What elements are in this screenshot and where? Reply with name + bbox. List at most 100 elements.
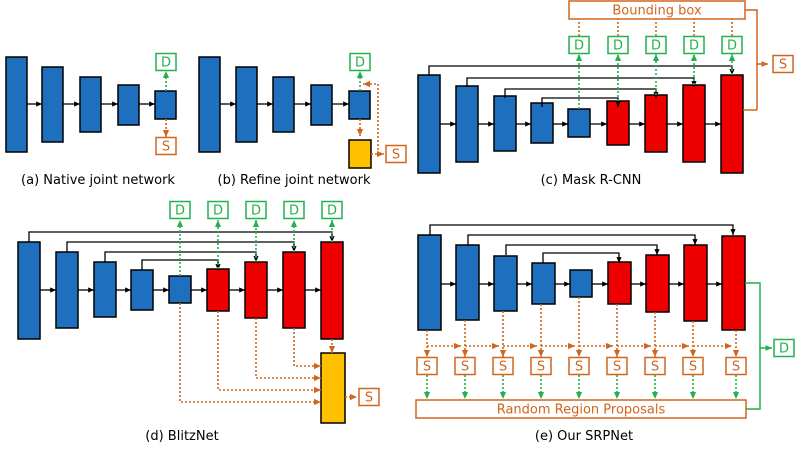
encoder-block (530, 102, 554, 144)
bounding-box-head: Bounding box (568, 0, 746, 20)
random-region-proposals: Random Region Proposals (415, 399, 747, 419)
segmentation-output-text: S (689, 360, 697, 375)
bounding-box-head-text: Bounding box (612, 4, 702, 19)
segmentation-output: S (155, 136, 177, 156)
refine-feedback-arrow (363, 80, 379, 154)
encoder-block (235, 66, 258, 143)
detection-output: D (721, 35, 743, 55)
detection-output: D (568, 35, 590, 55)
segmentation-output: S (358, 387, 380, 407)
random-region-proposals-text: Random Region Proposals (497, 403, 666, 418)
segmentation-output: S (530, 356, 552, 376)
skip-connection (504, 88, 659, 98)
skip-connection (467, 234, 698, 245)
decoder-block (682, 84, 706, 163)
decoder-block (320, 241, 344, 340)
segmentation-output-text: S (575, 360, 583, 375)
caption-native-joint-network: (a) Native joint network (21, 173, 175, 188)
detection-output-text: D (289, 204, 299, 219)
detection-output: D (207, 200, 229, 220)
segmentation-output-text: S (392, 148, 400, 163)
encoder-block (198, 56, 221, 153)
segmentation-output-text: S (732, 360, 740, 375)
skip-connection (428, 65, 735, 75)
encoder-block (117, 84, 140, 126)
segmentation-output-text: S (461, 360, 469, 375)
segmentation-output: S (492, 356, 514, 376)
skip-connection (542, 252, 622, 263)
detection-output: D (645, 35, 667, 55)
fusion-block (320, 352, 346, 424)
encoder-block (168, 275, 192, 304)
encoder-block (41, 66, 64, 143)
detection-output-text: D (251, 204, 261, 219)
encoder-block (567, 108, 591, 138)
segmentation-output: S (725, 356, 747, 376)
detection-output-text: D (613, 39, 623, 54)
encoder-block (5, 56, 28, 153)
panel-blitznet: D D D D D S (17, 200, 380, 424)
segmentation-output-text: S (423, 360, 431, 375)
encoder-block (455, 85, 479, 163)
detection-output-text: D (651, 39, 661, 54)
detection-output: D (155, 52, 177, 72)
encoder-block (310, 84, 333, 126)
segmentation-output: S (644, 356, 666, 376)
refine-block (348, 139, 372, 169)
fusion-arrow (179, 303, 321, 406)
segmentation-output-text: S (365, 391, 373, 406)
detection-output-text: D (327, 204, 337, 219)
detection-output-text: D (175, 204, 185, 219)
skip-connection (429, 224, 736, 235)
detection-output: D (773, 338, 795, 358)
encoder-block (493, 255, 518, 312)
segmentation-output: S (682, 356, 704, 376)
segmentation-output: S (385, 144, 407, 164)
caption-refine-joint-network: (b) Refine joint network (218, 173, 371, 188)
encoder-block (154, 90, 177, 120)
proposals-to-detection (746, 348, 761, 410)
segmentation-output-text: S (537, 360, 545, 375)
encoder-block (55, 251, 79, 329)
segmentation-output-text: S (499, 360, 507, 375)
panel-refine-joint-network: DS (198, 52, 407, 169)
encoder-block (417, 234, 442, 331)
encoder-block (130, 269, 154, 311)
detection-output-text: D (161, 56, 171, 71)
segmentation-output-text: S (779, 58, 787, 73)
decoder-block (683, 244, 708, 322)
decoder-block (606, 100, 630, 146)
detection-output-text: D (213, 204, 223, 219)
segmentation-output-text: S (651, 360, 659, 375)
decoder-block (244, 261, 268, 319)
caption-blitznet: (d) BlitzNet (145, 429, 218, 444)
skip-connection (466, 77, 697, 87)
encoder-block (93, 261, 117, 318)
detection-output-text: D (779, 342, 789, 357)
encoder-block (493, 95, 517, 152)
detection-output-text: D (574, 39, 584, 54)
encoder-block (79, 76, 102, 133)
segmentation-output-text: S (613, 360, 621, 375)
segmentation-output: S (416, 356, 438, 376)
decoder-block (282, 251, 306, 329)
decoder-block (206, 268, 230, 312)
skip-connection (505, 244, 660, 255)
segmentation-output: S (454, 356, 476, 376)
panel-srpnet: S S S S S S S S S Random Region Proposals D (415, 224, 795, 419)
fusion-arrow (293, 328, 321, 370)
detection-output: D (607, 35, 629, 55)
detection-output: D (349, 52, 371, 72)
encoder-block (17, 241, 41, 340)
skip-connection (28, 231, 335, 242)
decoder-block (644, 94, 668, 153)
encoder-block (417, 74, 441, 174)
caption-mask-rcnn: (c) Mask R-CNN (541, 173, 642, 188)
decoder-block (720, 74, 744, 174)
segmentation-output-text: S (162, 140, 170, 155)
fusion-arrow (255, 318, 321, 382)
segmentation-output: S (568, 356, 590, 376)
encoder-block (569, 269, 593, 298)
